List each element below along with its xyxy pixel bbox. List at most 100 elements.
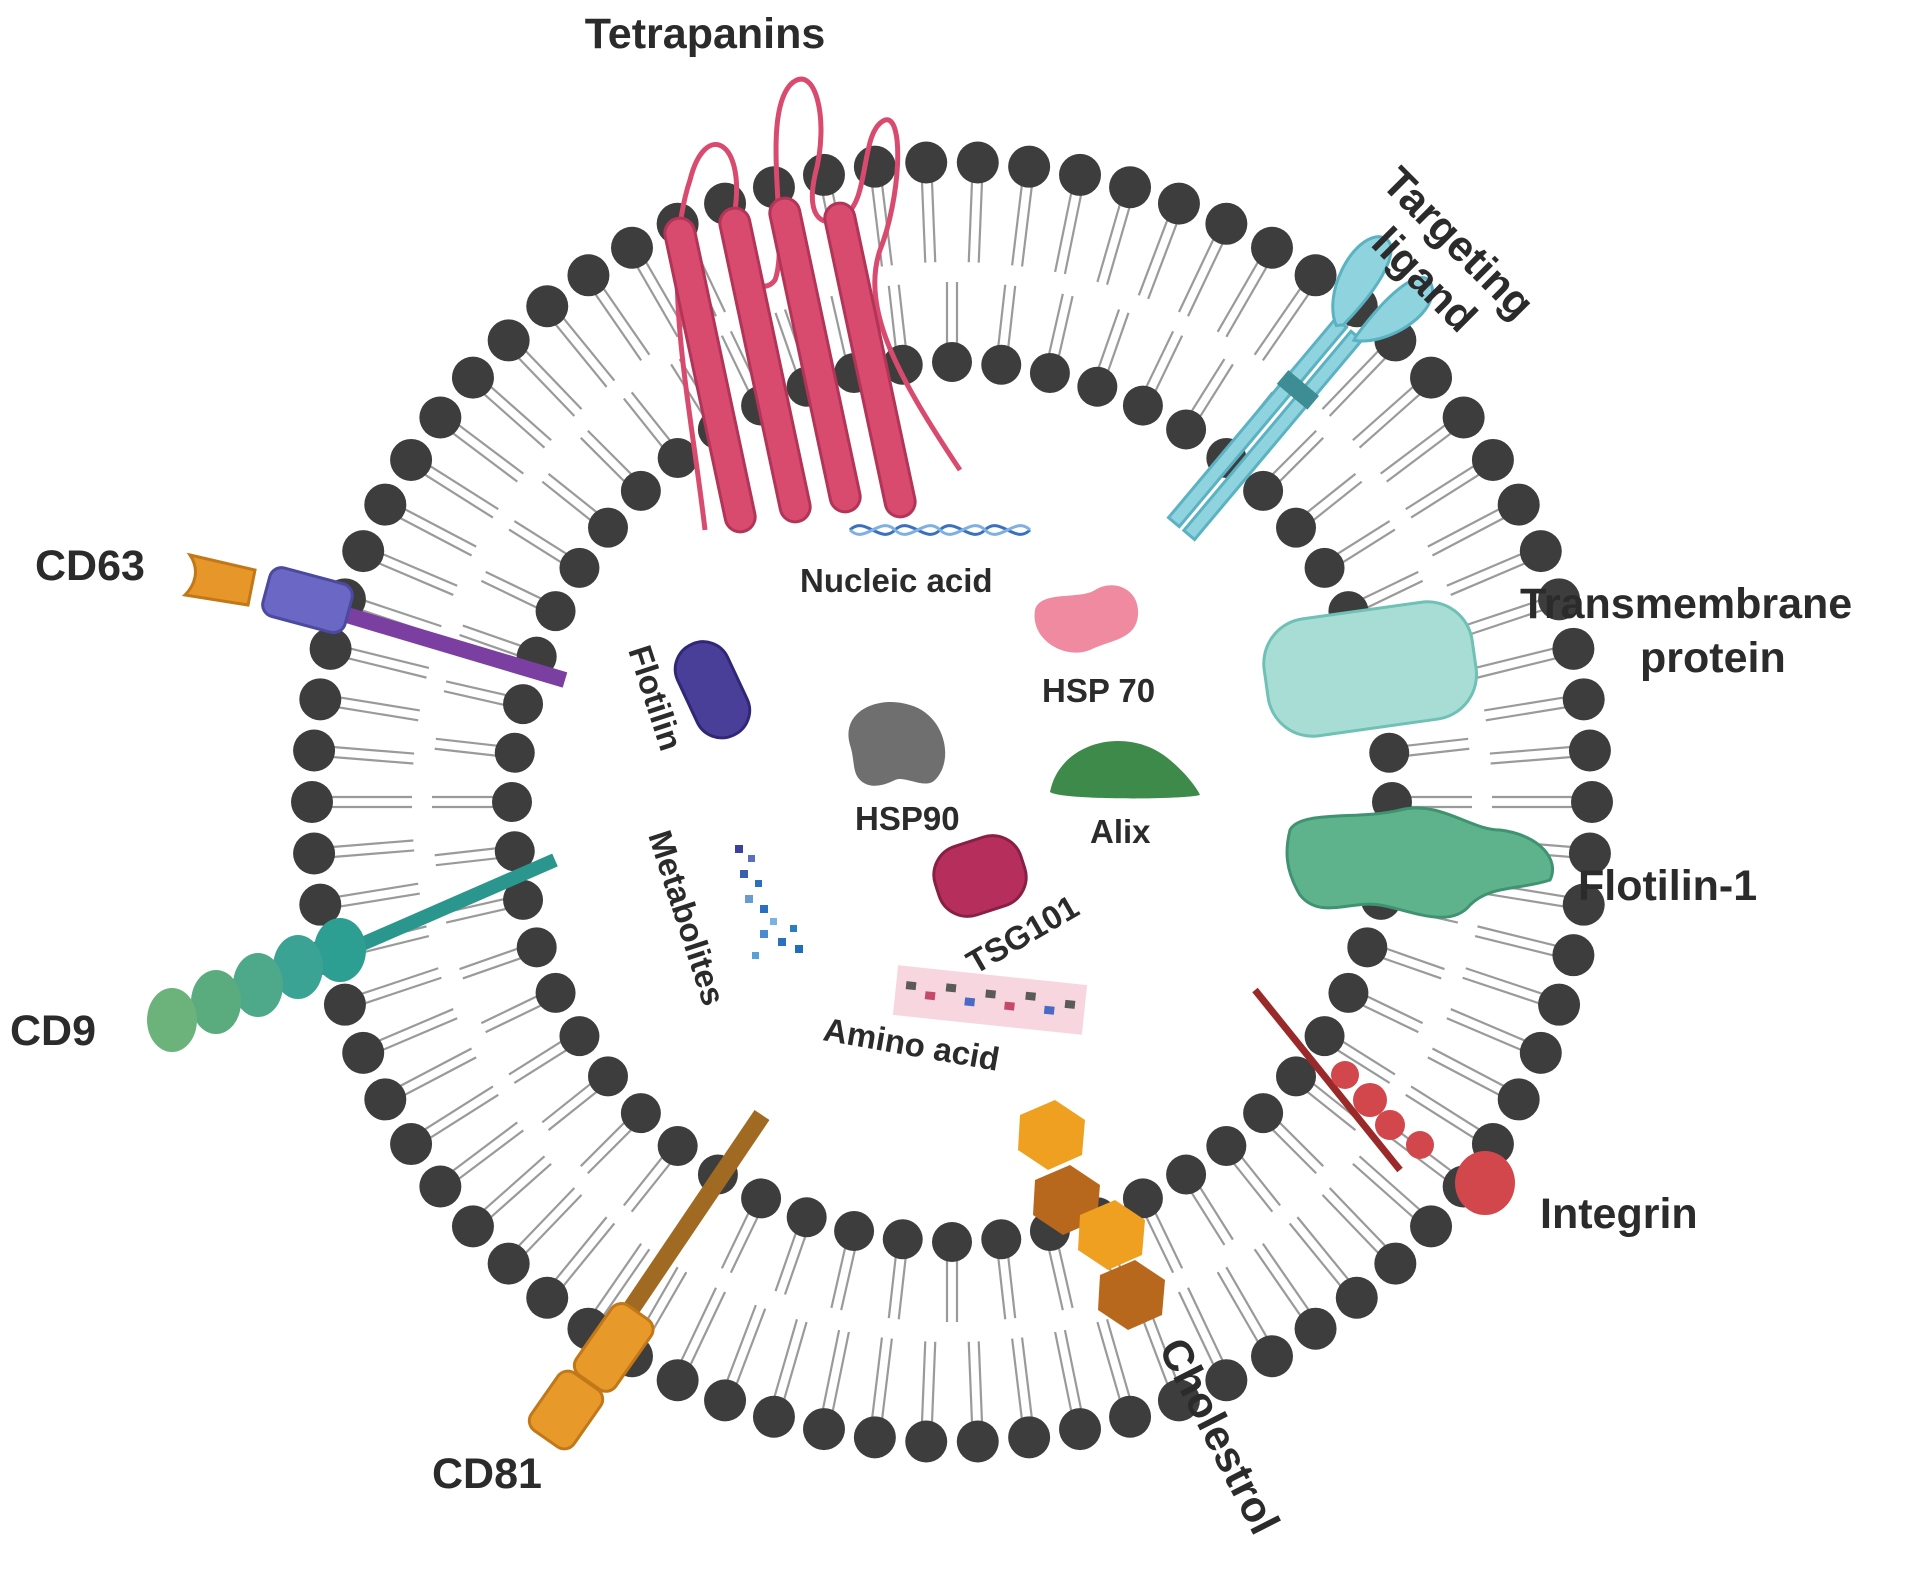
cholesterol-ring-4: [1098, 1260, 1165, 1330]
cd63-stalk: [327, 602, 568, 688]
lipid-head: [786, 1197, 827, 1238]
label-hsp90: HSP90: [855, 800, 960, 837]
label-flotilin-1: Flotilin-1: [1578, 862, 1757, 910]
metabolites-dots: [735, 845, 803, 959]
lipid-head: [1497, 483, 1540, 526]
lipid-head: [293, 832, 336, 875]
lipid-head: [526, 1276, 569, 1319]
label-cd81: CD81: [432, 1450, 542, 1498]
lipid-head: [1077, 366, 1118, 407]
lipid-head: [567, 254, 610, 297]
label-alix: Alix: [1090, 813, 1151, 850]
label-metabolites: Metabolites: [641, 826, 732, 1010]
lipid-head: [364, 483, 407, 526]
lipid-head: [1109, 166, 1152, 209]
lipid-head: [342, 1031, 385, 1074]
transmembrane-protein: [1262, 600, 1479, 738]
lipid-head: [1442, 396, 1485, 439]
lipid-head: [503, 879, 544, 920]
lipid-head: [1059, 153, 1102, 196]
lipid-head: [1251, 226, 1293, 269]
cd9-bead-2: [273, 935, 323, 999]
lipid-head: [1410, 1205, 1453, 1248]
lipid-head: [1369, 732, 1410, 773]
label-nucleic-acid: Nucleic acid: [800, 562, 993, 599]
lipid-head: [1122, 385, 1163, 426]
lipid-head: [802, 153, 845, 196]
lipid-head: [1328, 972, 1369, 1013]
cd9-stalk: [357, 853, 558, 952]
lipid-head: [291, 781, 333, 823]
lipid-head: [390, 438, 433, 481]
lipid-head: [492, 782, 532, 822]
lipid-head: [494, 732, 535, 773]
lipid-head: [932, 1222, 972, 1262]
lipid-head: [1519, 1031, 1562, 1074]
tetraspanin-helix-1: [663, 216, 757, 534]
integrin-bead-4: [1406, 1131, 1434, 1159]
lipid-head: [419, 1165, 462, 1208]
ligand-hinge: [1276, 370, 1319, 410]
lipid-head: [487, 319, 530, 362]
label-integrin: Integrin: [1540, 1190, 1698, 1238]
cd63-body: [261, 566, 354, 635]
cd9-bead-5: [147, 988, 197, 1052]
lipid-head: [451, 1205, 494, 1248]
flotilin-capsule: [673, 640, 752, 740]
lipid-head: [587, 507, 628, 548]
integrin-stalk: [1252, 987, 1403, 1173]
lipid-head: [1276, 1056, 1317, 1097]
cd9-protein: [147, 853, 558, 1052]
hsp90-shape: [848, 701, 946, 786]
lipid-head: [1562, 883, 1605, 926]
lipid-head: [1552, 627, 1595, 670]
lipid-head: [516, 927, 557, 968]
lipid-head: [503, 684, 544, 725]
flotilin-1-protein: [1285, 806, 1554, 919]
lipid-head: [1294, 254, 1337, 297]
transmembrane-body: [1262, 600, 1479, 738]
integrin-bead-1: [1331, 1061, 1359, 1089]
lipid-head: [1374, 1242, 1417, 1285]
lipid-head: [1568, 729, 1611, 772]
lipid-head: [587, 1056, 628, 1097]
flotilin-1-body: [1285, 806, 1554, 919]
lipid-head: [451, 356, 494, 399]
lipid-head: [620, 1093, 661, 1134]
lipid-head: [656, 1359, 699, 1402]
cd81-domain-2: [527, 1369, 605, 1451]
lipid-head: [1497, 1078, 1540, 1121]
lipid-head: [535, 972, 576, 1013]
lipid-head: [1251, 1335, 1293, 1378]
lipid-head: [981, 344, 1022, 385]
lipid-head: [390, 1123, 433, 1166]
lipid-head: [1122, 1178, 1163, 1219]
cd9-bead-3: [233, 953, 283, 1017]
targeting-ligand: [1166, 235, 1434, 542]
lipid-head: [1519, 530, 1562, 573]
lipid-head: [932, 342, 972, 382]
lipid-head: [657, 1126, 698, 1167]
cholesterol-molecule: [1018, 1100, 1165, 1330]
lipid-head: [981, 1219, 1022, 1260]
label-transmembrane-line2: protein: [1640, 634, 1786, 682]
lipid-head: [1206, 1126, 1247, 1167]
lipid-head: [882, 1219, 923, 1260]
ligand-arm-left: [1331, 235, 1393, 328]
lipid-head: [802, 1408, 845, 1451]
lipid-head: [342, 530, 385, 573]
lipid-head: [487, 1242, 530, 1285]
lipid-head: [1157, 182, 1200, 225]
lipid-head: [905, 141, 948, 184]
integrin-head: [1455, 1151, 1515, 1215]
cholesterol-ring-1: [1018, 1100, 1085, 1170]
lipid-head: [1059, 1408, 1102, 1451]
lipid-head: [1205, 1359, 1248, 1402]
integrin-protein: [1252, 987, 1515, 1215]
lipid-head: [494, 831, 535, 872]
alix-shape: [1050, 741, 1200, 799]
lipid-head: [611, 226, 653, 269]
cd9-bead-4: [191, 970, 241, 1034]
lipid-head: [1538, 578, 1581, 621]
